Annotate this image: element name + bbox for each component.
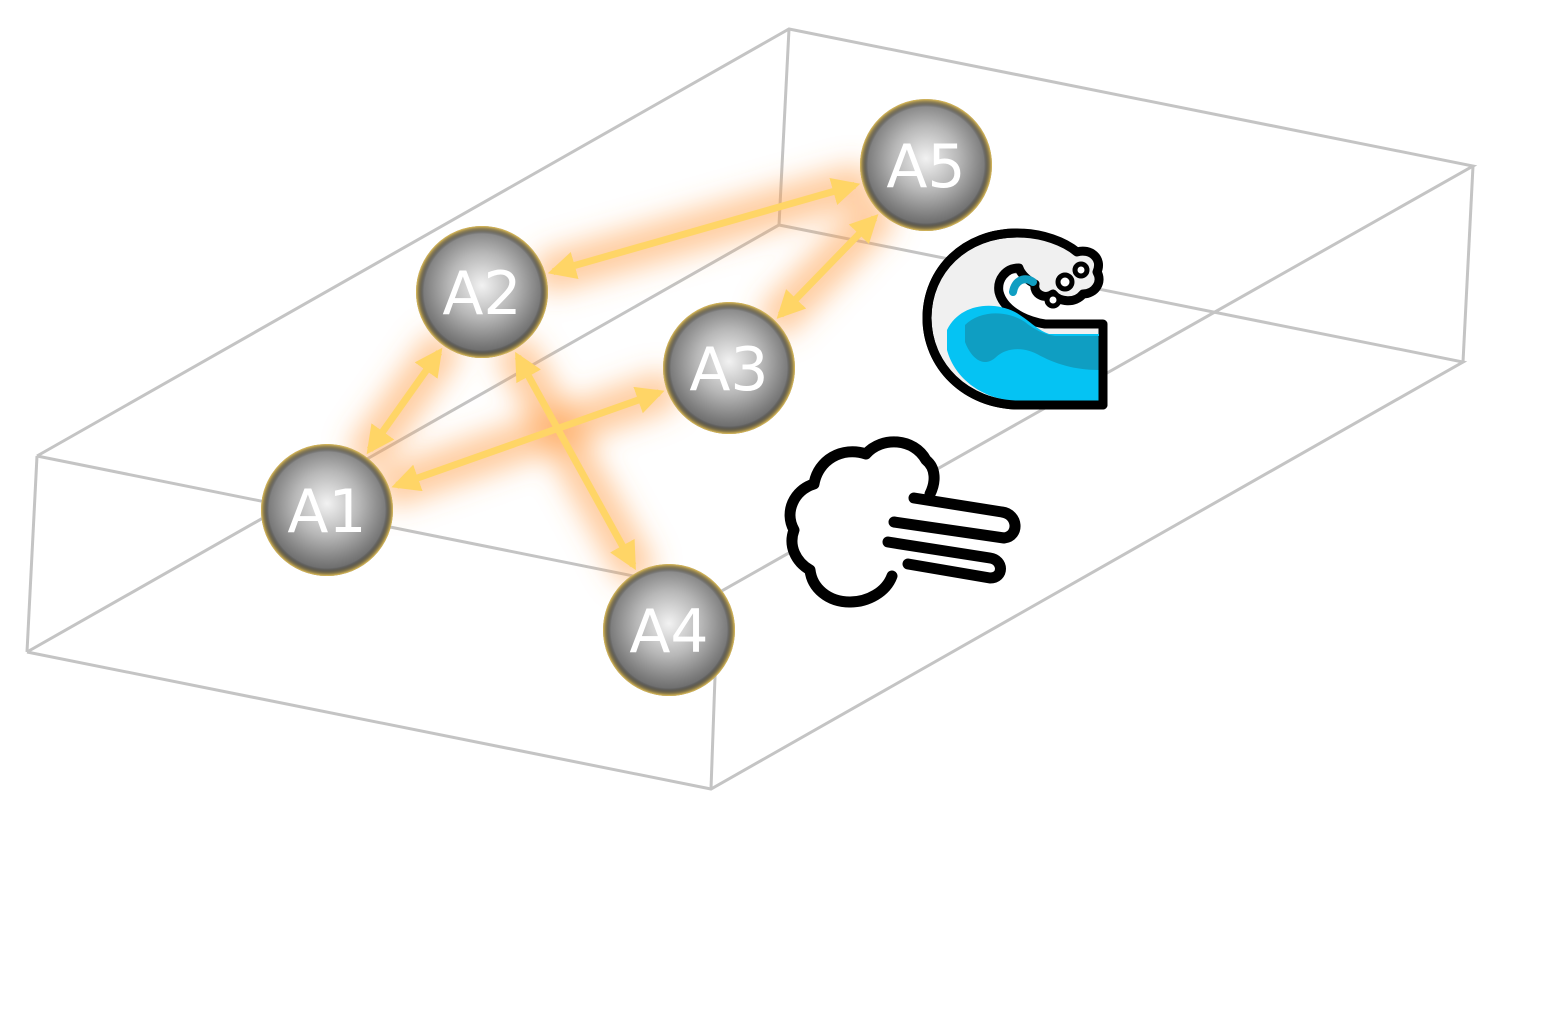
- wind-cloud-base: [844, 570, 898, 608]
- wind-blowing-icon: [784, 436, 1021, 608]
- node-label: A2: [442, 259, 521, 329]
- box-right-edge: [1461, 165, 1475, 363]
- node-layer: A1 A2 A3 A4 A5: [261, 99, 992, 696]
- sphere-rim: [261, 444, 393, 576]
- node-a5[interactable]: A5: [860, 99, 992, 231]
- box-front-left-edge: [25, 455, 39, 653]
- node-a4[interactable]: A4: [603, 564, 735, 696]
- foam-bubble: [1072, 261, 1090, 279]
- link-a2-a4-arrow: [514, 351, 637, 571]
- link-layer: [366, 178, 879, 571]
- node-label: A5: [886, 132, 965, 202]
- sphere-rim: [416, 226, 548, 358]
- node-label: A3: [689, 335, 768, 405]
- wind-cloud: [784, 436, 940, 608]
- sphere-rim: [860, 99, 992, 231]
- wave-water-dark: [965, 313, 1099, 370]
- node-a1[interactable]: A1: [261, 444, 393, 576]
- wave-outline: [922, 228, 1108, 410]
- node-a2[interactable]: A2: [416, 226, 548, 358]
- node-label: A1: [287, 477, 366, 547]
- wind-stream-2: [882, 536, 1006, 584]
- water-wave-icon: [922, 228, 1108, 410]
- wind-stream-1: [888, 492, 1021, 544]
- node-a3[interactable]: A3: [663, 302, 795, 434]
- link-a2-a5-arrow: [547, 178, 861, 279]
- foam-bubble: [1044, 291, 1062, 309]
- link-a3-a5-arrow: [776, 214, 879, 319]
- foam-bubble: [1055, 272, 1075, 292]
- node-label: A4: [629, 597, 708, 667]
- wave-curl: [1009, 275, 1037, 296]
- sphere-rim: [603, 564, 735, 696]
- sphere-rim: [663, 302, 795, 434]
